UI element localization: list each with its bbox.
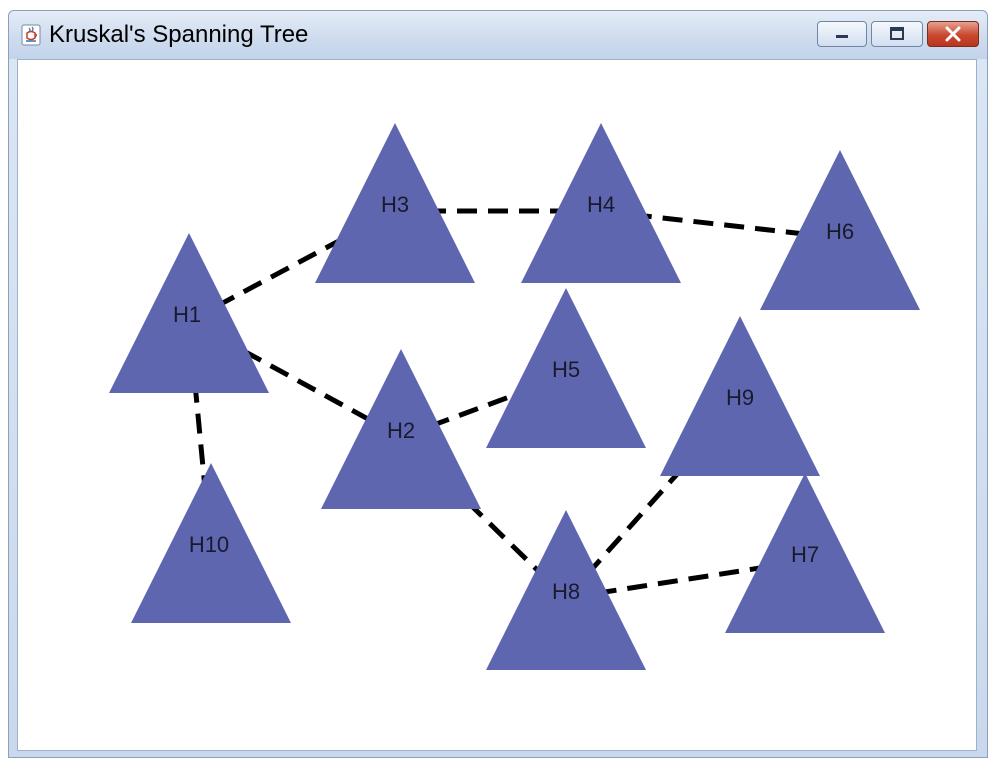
node-triangle xyxy=(521,123,681,283)
node-h7[interactable]: H7 xyxy=(725,473,885,633)
node-triangle xyxy=(760,150,920,310)
node-h10[interactable]: H10 xyxy=(131,463,291,623)
node-label: H8 xyxy=(552,579,580,604)
node-h9[interactable]: H9 xyxy=(660,316,820,476)
node-triangle xyxy=(109,233,269,393)
minimize-icon xyxy=(836,35,848,38)
node-triangle xyxy=(131,463,291,623)
node-label: H2 xyxy=(387,418,415,443)
node-triangle xyxy=(321,349,481,509)
minimize-button[interactable] xyxy=(817,21,867,47)
title-bar[interactable]: Kruskal's Spanning Tree xyxy=(9,11,987,59)
node-h3[interactable]: H3 xyxy=(315,123,475,283)
node-h2[interactable]: H2 xyxy=(321,349,481,509)
node-triangle xyxy=(315,123,475,283)
node-label: H9 xyxy=(726,385,754,410)
node-label: H3 xyxy=(381,192,409,217)
java-cup-icon xyxy=(21,24,41,46)
node-h1[interactable]: H1 xyxy=(109,233,269,393)
maximize-button[interactable] xyxy=(871,21,923,47)
node-label: H10 xyxy=(189,532,229,557)
node-label: H4 xyxy=(587,192,615,217)
node-h5[interactable]: H5 xyxy=(486,288,646,448)
close-icon xyxy=(945,26,961,42)
node-h6[interactable]: H6 xyxy=(760,150,920,310)
maximize-icon xyxy=(890,27,904,40)
node-triangle xyxy=(660,316,820,476)
node-triangle xyxy=(725,473,885,633)
close-button[interactable] xyxy=(927,21,979,47)
node-triangle xyxy=(486,288,646,448)
node-triangle xyxy=(486,510,646,670)
node-label: H5 xyxy=(552,357,580,382)
window-title: Kruskal's Spanning Tree xyxy=(49,21,309,48)
node-label: H1 xyxy=(173,302,201,327)
node-label: H6 xyxy=(826,219,854,244)
node-label: H7 xyxy=(791,542,819,567)
node-h8[interactable]: H8 xyxy=(486,510,646,670)
node-h4[interactable]: H4 xyxy=(521,123,681,283)
